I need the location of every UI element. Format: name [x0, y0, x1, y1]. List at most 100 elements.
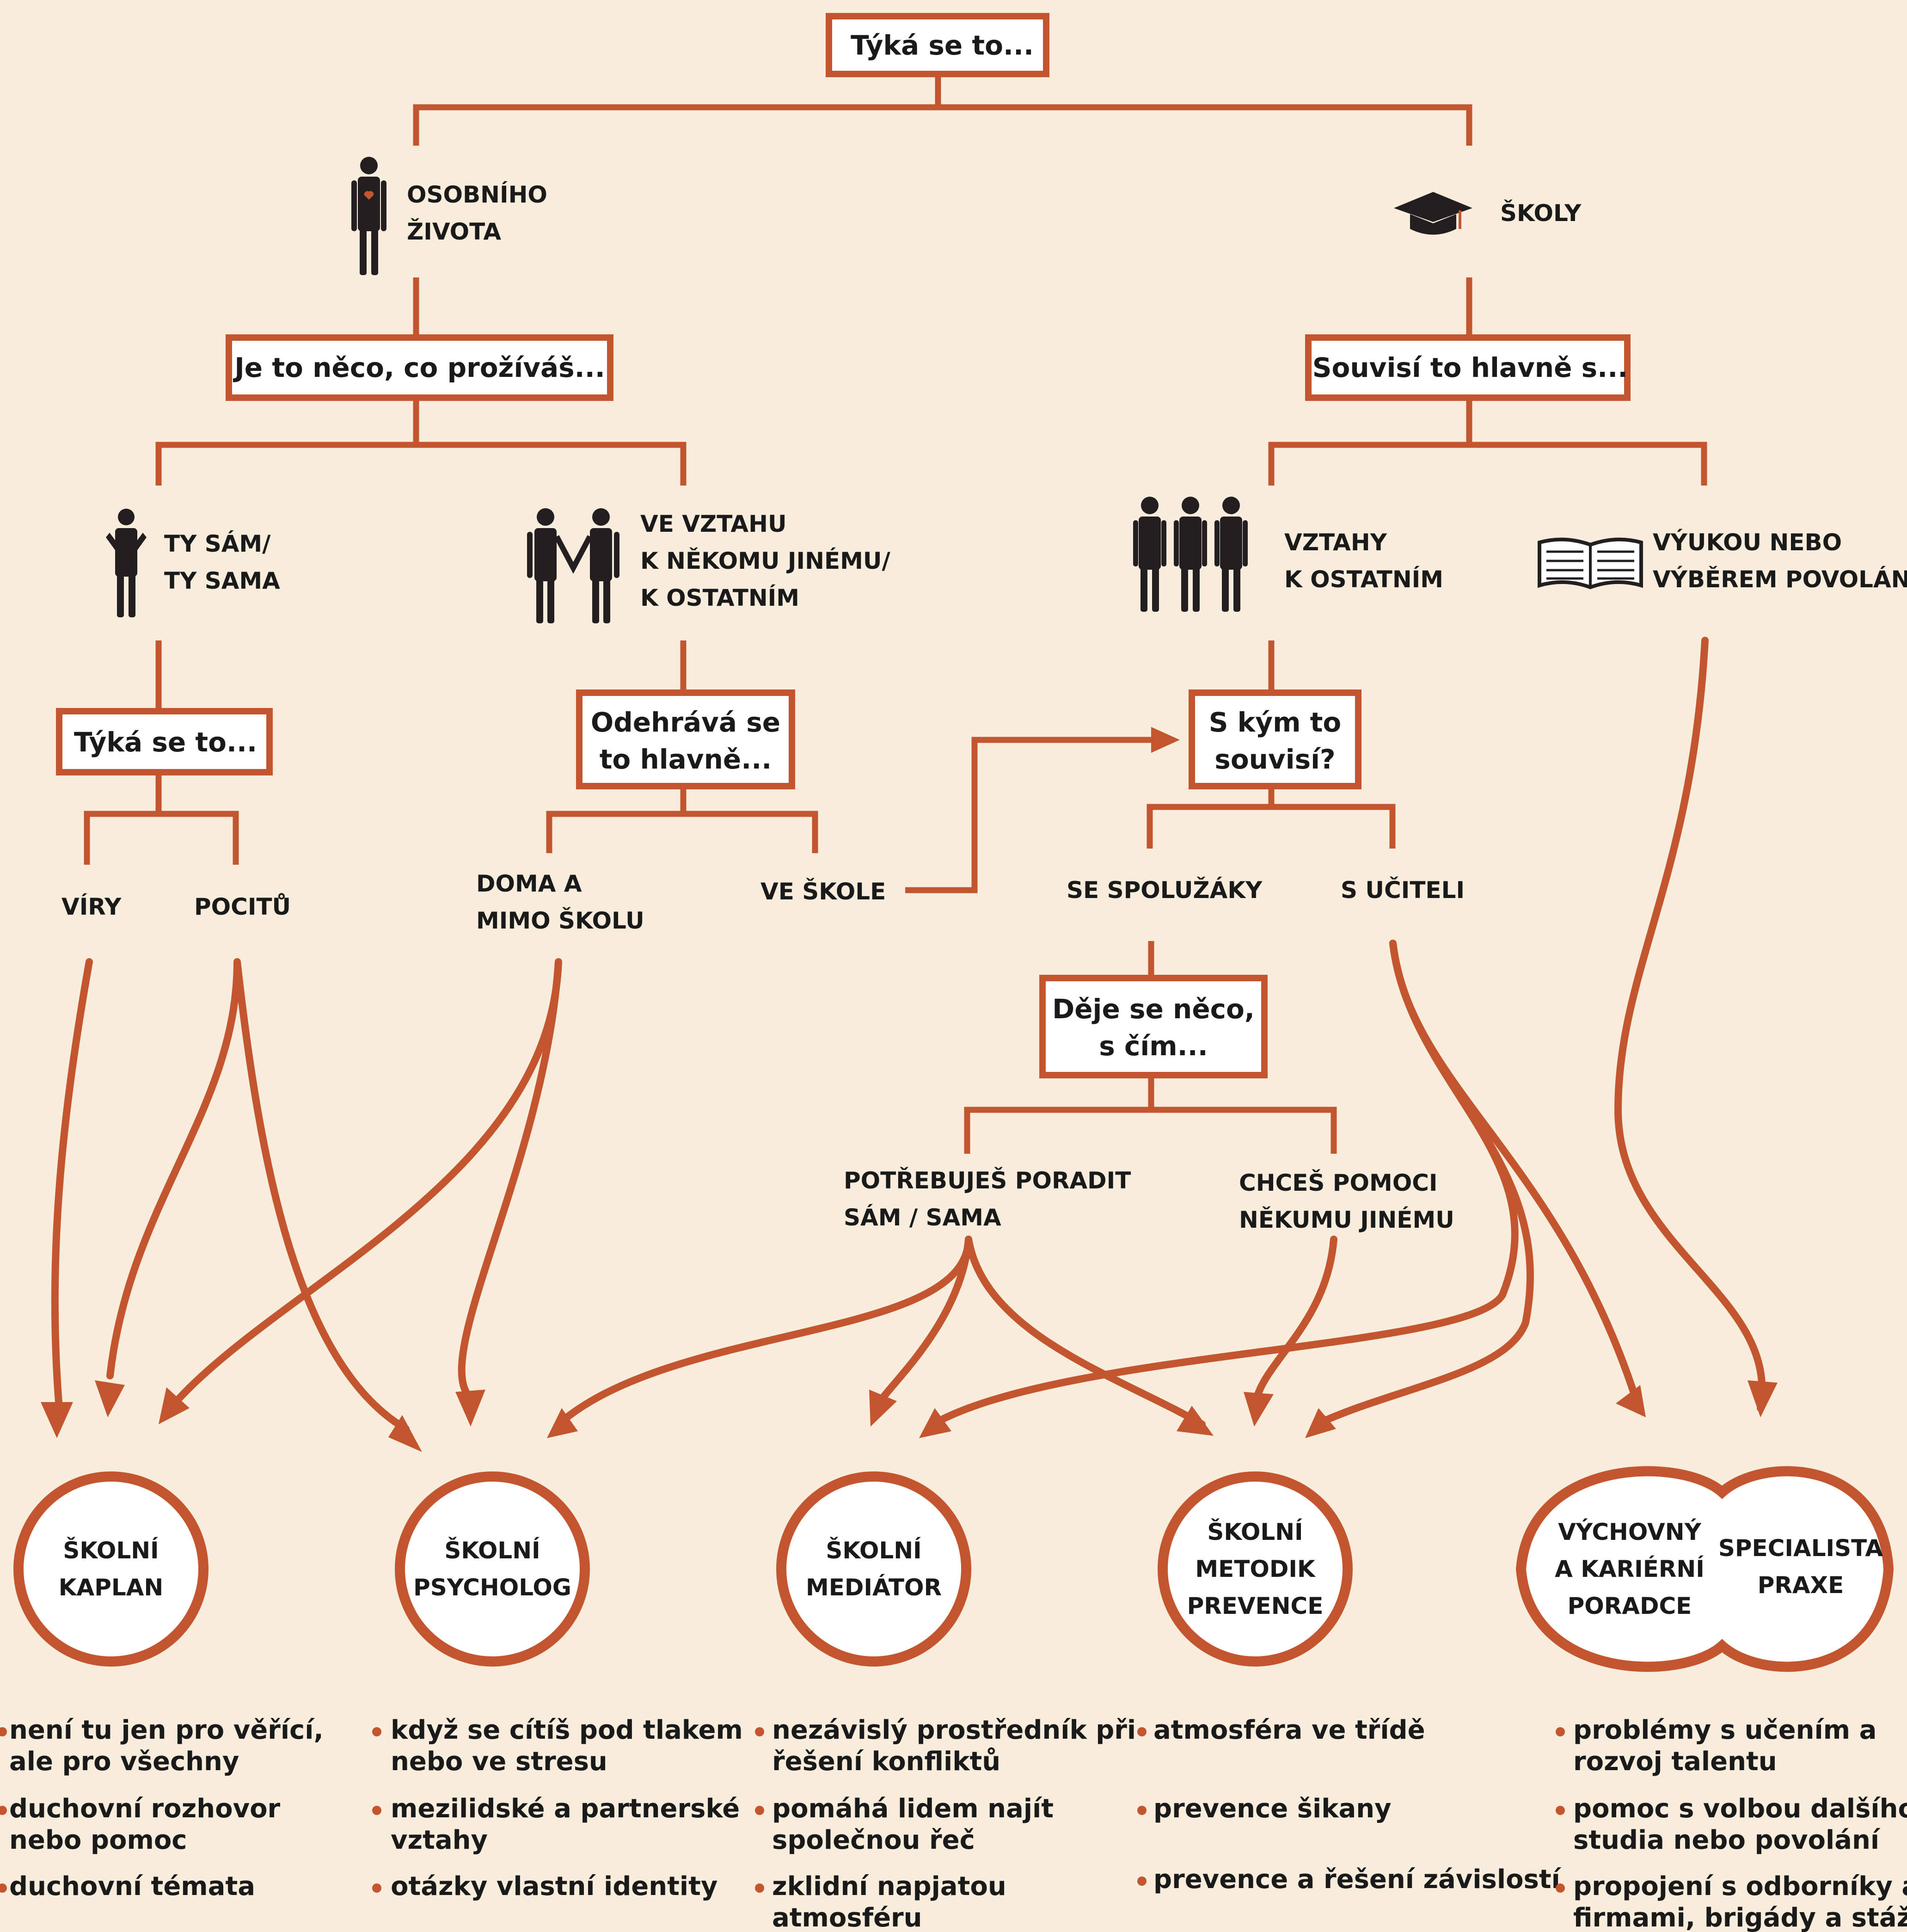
svg-text:pomáhá lidem najít: pomáhá lidem najít — [772, 1794, 1054, 1824]
svg-text:řešení konfliktů: řešení konfliktů — [772, 1747, 1000, 1777]
svg-text:S kým to: S kým to — [1209, 707, 1342, 738]
result-school-chaplain: ŠKOLNÍ KAPLAN — [13, 1471, 208, 1667]
option-classmates-caption: SE SPOLUŽÁKY — [1067, 876, 1263, 904]
svg-text:atmosféru: atmosféru — [772, 1903, 922, 1932]
option-others-caption: VZTAHY K OSTATNÍM — [1284, 529, 1443, 593]
svg-text:PREVENCE: PREVENCE — [1187, 1593, 1324, 1619]
svg-text:VÝCHOVNÝ: VÝCHOVNÝ — [1558, 1518, 1701, 1545]
svg-text:duchovní témata: duchovní témata — [9, 1871, 255, 1901]
svg-text:SPECIALISTA: SPECIALISTA — [1718, 1535, 1883, 1562]
svg-text:ŽIVOTA: ŽIVOTA — [407, 218, 501, 245]
svg-text:studia nebo povolání: studia nebo povolání — [1573, 1825, 1881, 1855]
option-faith-caption: VÍRY — [61, 893, 122, 920]
svg-text:PRAXE: PRAXE — [1758, 1572, 1844, 1599]
svg-text:K NĚKOMU JINÉMU/: K NĚKOMU JINÉMU/ — [640, 547, 890, 574]
svg-text:není tu jen pro věřící,: není tu jen pro věřící, — [9, 1715, 324, 1745]
who-question-box: S kým to souvisí? — [1189, 689, 1361, 789]
result-school-mediator: ŠKOLNÍ MEDIÁTOR — [776, 1471, 971, 1667]
option-home-caption: DOMA A MIMO ŠKOLU — [476, 870, 644, 934]
arrowhead-to-who — [1151, 727, 1180, 753]
svg-text:ŠKOLNÍ: ŠKOLNÍ — [444, 1537, 540, 1564]
svg-text:DOMA A: DOMA A — [476, 870, 582, 897]
personal-question-box: Je to něco, co prožíváš... — [226, 334, 613, 401]
option-alone-caption: TY SÁM/ TY SAMA — [164, 530, 280, 594]
svg-text:Týká se to...: Týká se to... — [74, 726, 257, 758]
svg-text:prevence a řešení závislostí: prevence a řešení závislostí — [1153, 1864, 1562, 1895]
svg-text:A KARIÉRNÍ: A KARIÉRNÍ — [1555, 1555, 1705, 1582]
open-book-icon — [1538, 537, 1643, 590]
alone-question-box: Týká se to... — [56, 708, 273, 775]
result-arrowheads — [41, 1380, 1778, 1452]
option-help-other-caption: CHCEŠ POMOCI NĚKUMU JINÉMU — [1239, 1169, 1454, 1233]
svg-text:nezávislý prostředník při: nezávislý prostředník při — [772, 1715, 1136, 1745]
svg-text:společnou řeč: společnou řeč — [772, 1825, 975, 1855]
svg-text:firmami, brigády a stáže: firmami, brigády a stáže — [1573, 1903, 1907, 1932]
svg-text:vztahy: vztahy — [391, 1825, 488, 1855]
option-school-caption: VE ŠKOLE — [760, 878, 886, 905]
svg-text:nebo pomoc: nebo pomoc — [9, 1825, 187, 1855]
svg-text:PSYCHOLOG: PSYCHOLOG — [413, 1574, 571, 1601]
option-teaching-caption: VÝUKOU NEBO VÝBĚREM POVOLÁNÍ — [1653, 529, 1907, 593]
svg-text:mezilidské a partnerské: mezilidské a partnerské — [391, 1794, 740, 1824]
graduation-cap-icon — [1394, 192, 1472, 235]
school-question-box: Souvisí to hlavně s... — [1305, 334, 1631, 401]
svg-text:VE VZTAHU: VE VZTAHU — [640, 511, 787, 537]
svg-text:pomoc s volbou dalšího: pomoc s volbou dalšího — [1573, 1794, 1907, 1824]
bullets-school-psychologist: když se cítíš pod tlakem nebo ve stresu … — [372, 1715, 743, 1901]
svg-text:prevence šikany: prevence šikany — [1153, 1794, 1392, 1824]
person-hands-on-chest-icon — [106, 509, 147, 617]
bullets-career-advisor: problémy s učením a rozvoj talentu pomoc… — [1556, 1715, 1907, 1932]
three-people-icon — [1133, 497, 1248, 612]
result-prevention-methodist: ŠKOLNÍ METODIK PREVENCE — [1158, 1471, 1353, 1667]
svg-text:nebo ve stresu: nebo ve stresu — [391, 1747, 607, 1777]
svg-text:duchovní rozhovor: duchovní rozhovor — [9, 1794, 281, 1824]
svg-text:s čím...: s čím... — [1099, 1030, 1208, 1062]
svg-text:TY SAMA: TY SAMA — [164, 567, 280, 594]
svg-text:TY SÁM/: TY SÁM/ — [164, 530, 271, 557]
svg-text:NĚKUMU JINÉMU: NĚKUMU JINÉMU — [1239, 1206, 1454, 1233]
root-question-box: Týká se to... — [826, 13, 1049, 77]
bullets-school-mediator: nezávislý prostředník při řešení konflik… — [755, 1715, 1136, 1932]
svg-text:když se cítíš pod tlakem: když se cítíš pod tlakem — [391, 1715, 743, 1745]
svg-text:problémy s učením a: problémy s učením a — [1573, 1715, 1876, 1745]
branch-personal-caption: OSOBNÍHO ŽIVOTA — [407, 181, 547, 245]
option-teachers-caption: S UČITELI — [1341, 876, 1465, 904]
happening-question-box: Děje se něco, s čím... — [1039, 975, 1268, 1078]
svg-text:propojení s odborníky a: propojení s odborníky a — [1573, 1871, 1907, 1901]
svg-text:ale pro všechny: ale pro všechny — [9, 1747, 239, 1777]
where-question-box: Odehrává se to hlavně... — [576, 689, 795, 789]
svg-text:Odehrává se: Odehrává se — [591, 707, 780, 738]
svg-text:ŠKOLNÍ: ŠKOLNÍ — [1207, 1518, 1303, 1545]
svg-text:VÝUKOU NEBO: VÝUKOU NEBO — [1653, 529, 1842, 556]
svg-text:to hlavně...: to hlavně... — [600, 744, 772, 775]
svg-text:atmosféra ve třídě: atmosféra ve třídě — [1153, 1715, 1425, 1745]
tree-connectors — [84, 74, 1707, 1154]
svg-text:METODIK: METODIK — [1195, 1556, 1316, 1582]
svg-text:OSOBNÍHO: OSOBNÍHO — [407, 181, 547, 208]
svg-text:PORADCE: PORADCE — [1568, 1593, 1692, 1619]
result-school-psychologist: ŠKOLNÍ PSYCHOLOG — [395, 1471, 590, 1667]
svg-text:POTŘEBUJEŠ PORADIT: POTŘEBUJEŠ PORADIT — [844, 1167, 1131, 1194]
bullets-school-chaplain: není tu jen pro věřící, ale pro všechny … — [0, 1715, 324, 1901]
svg-text:Děje se něco,: Děje se něco, — [1052, 993, 1255, 1025]
option-self-help-caption: POTŘEBUJEŠ PORADIT SÁM / SAMA — [844, 1167, 1131, 1231]
svg-text:zklidní napjatou: zklidní napjatou — [772, 1871, 1006, 1901]
svg-text:VZTAHY: VZTAHY — [1284, 529, 1387, 556]
svg-text:rozvoj talentu: rozvoj talentu — [1573, 1747, 1777, 1777]
svg-text:K OSTATNÍM: K OSTATNÍM — [640, 584, 799, 611]
option-feelings-caption: POCITŮ — [194, 893, 291, 920]
svg-text:souvisí?: souvisí? — [1214, 744, 1335, 775]
two-people-holding-hands-icon — [527, 508, 619, 623]
root-question-label: Týká se to... — [851, 30, 1034, 61]
svg-text:otázky vlastní identity: otázky vlastní identity — [391, 1871, 717, 1901]
result-career-advisor-and-specialist: VÝCHOVNÝ A KARIÉRNÍ PORADCE SPECIALISTA … — [1515, 1466, 1894, 1672]
svg-text:VÝBĚREM POVOLÁNÍ: VÝBĚREM POVOLÁNÍ — [1653, 566, 1907, 593]
svg-text:Souvisí to hlavně s...: Souvisí to hlavně s... — [1312, 352, 1628, 383]
svg-text:MEDIÁTOR: MEDIÁTOR — [806, 1574, 942, 1601]
person-heart-icon — [351, 157, 386, 275]
svg-text:KAPLAN: KAPLAN — [59, 1574, 164, 1601]
svg-text:SÁM / SAMA: SÁM / SAMA — [844, 1204, 1001, 1231]
svg-text:Je to něco, co prožíváš...: Je to něco, co prožíváš... — [233, 352, 605, 383]
svg-text:CHCEŠ POMOCI: CHCEŠ POMOCI — [1239, 1169, 1438, 1196]
result-arrows — [51, 637, 1766, 1433]
